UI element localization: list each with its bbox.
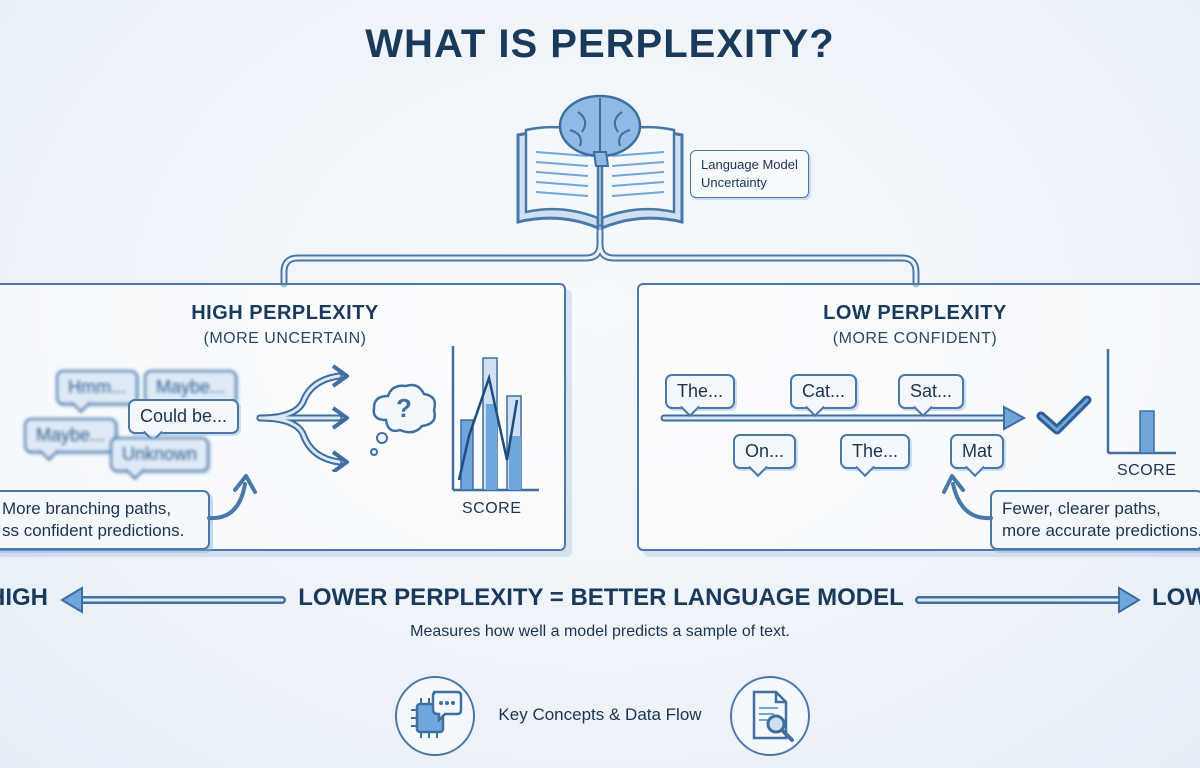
scale-right-arrow	[915, 586, 1141, 614]
bottom-subtitle: Measures how well a model predicts a sam…	[410, 623, 790, 640]
scale-low-label: LOW	[1152, 584, 1200, 611]
high-panel-title: HIGH PERPLEXITY	[191, 302, 379, 324]
low-score-label: SCORE	[1117, 462, 1177, 479]
chip-chat-icon-circle	[395, 676, 475, 756]
bubble-unknown: Unknown	[110, 437, 210, 472]
book-brain-icon	[516, 94, 684, 231]
low-note-line-1: Fewer, clearer paths,	[1002, 499, 1161, 518]
high-curved-arrow	[207, 474, 257, 521]
scale-left-arrow	[60, 586, 286, 614]
document-search-icon	[752, 690, 794, 742]
bubble-hmm: Hmm...	[56, 370, 138, 405]
low-path-arrow	[660, 405, 1027, 431]
bubble-could-be: Could be...	[128, 399, 240, 434]
bubble-the-1: The...	[665, 374, 736, 409]
bottom-headline: LOWER PERPLEXITY = BETTER LANGUAGE MODEL	[298, 584, 904, 611]
callout-line-1: Language Model	[701, 157, 798, 172]
chip-chat-icon	[411, 690, 463, 738]
document-search-icon-circle	[730, 676, 810, 756]
bubble-maybe-2: Maybe...	[24, 418, 118, 453]
high-panel-subtitle: (MORE UNCERTAIN)	[203, 330, 367, 347]
low-panel-note: Fewer, clearer paths, more accurate pred…	[990, 490, 1200, 550]
high-score-label: SCORE	[462, 500, 522, 517]
scale-high-label: HIGH	[0, 584, 48, 611]
key-concepts-label: Key Concepts & Data Flow	[498, 705, 702, 724]
connector-lines	[280, 224, 920, 288]
bubble-mat: Mat	[950, 434, 1005, 469]
low-panel-title: LOW PERPLEXITY	[823, 302, 1007, 324]
callout-line-2: Uncertainty	[701, 175, 767, 190]
question-thought-icon: ?	[370, 383, 437, 456]
page-title: WHAT IS PERPLEXITY?	[365, 22, 835, 66]
low-panel-subtitle: (MORE CONFIDENT)	[832, 330, 998, 347]
uncertainty-callout: Language Model Uncertainty	[690, 150, 809, 198]
low-curved-arrow	[942, 474, 993, 521]
high-score-chart	[451, 346, 539, 492]
low-score-chart	[1106, 349, 1176, 455]
high-note-line-1: More branching paths,	[2, 499, 172, 518]
bubble-the-2: The...	[840, 434, 911, 469]
checkmark-icon	[1036, 395, 1092, 435]
bubble-sat: Sat...	[898, 374, 965, 409]
branching-arrows-icon	[256, 364, 349, 472]
bubble-cat: Cat...	[790, 374, 858, 409]
question-mark: ?	[396, 393, 412, 423]
high-note-line-2: ss confident predictions.	[2, 521, 185, 540]
low-note-line-2: more accurate predictions.	[1002, 521, 1200, 540]
high-panel-note: More branching paths, ss confident predi…	[0, 490, 210, 550]
bubble-on: On...	[733, 434, 797, 469]
